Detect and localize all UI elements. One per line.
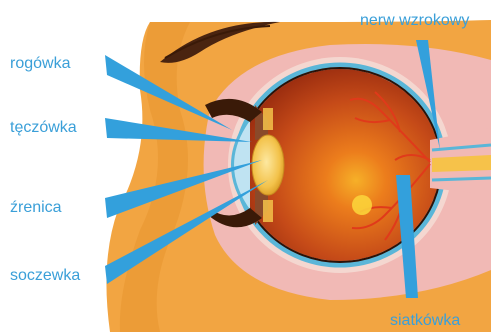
label-cornea: rogówka xyxy=(10,56,70,72)
label-iris: tęczówka xyxy=(10,120,77,136)
label-lens: soczewka xyxy=(10,268,80,284)
label-retina: siatkówka xyxy=(390,313,460,329)
label-pupil: źrenica xyxy=(10,200,62,216)
fovea-spot xyxy=(352,195,372,215)
label-optic-nerve: nerw wzrokowy xyxy=(360,13,469,29)
